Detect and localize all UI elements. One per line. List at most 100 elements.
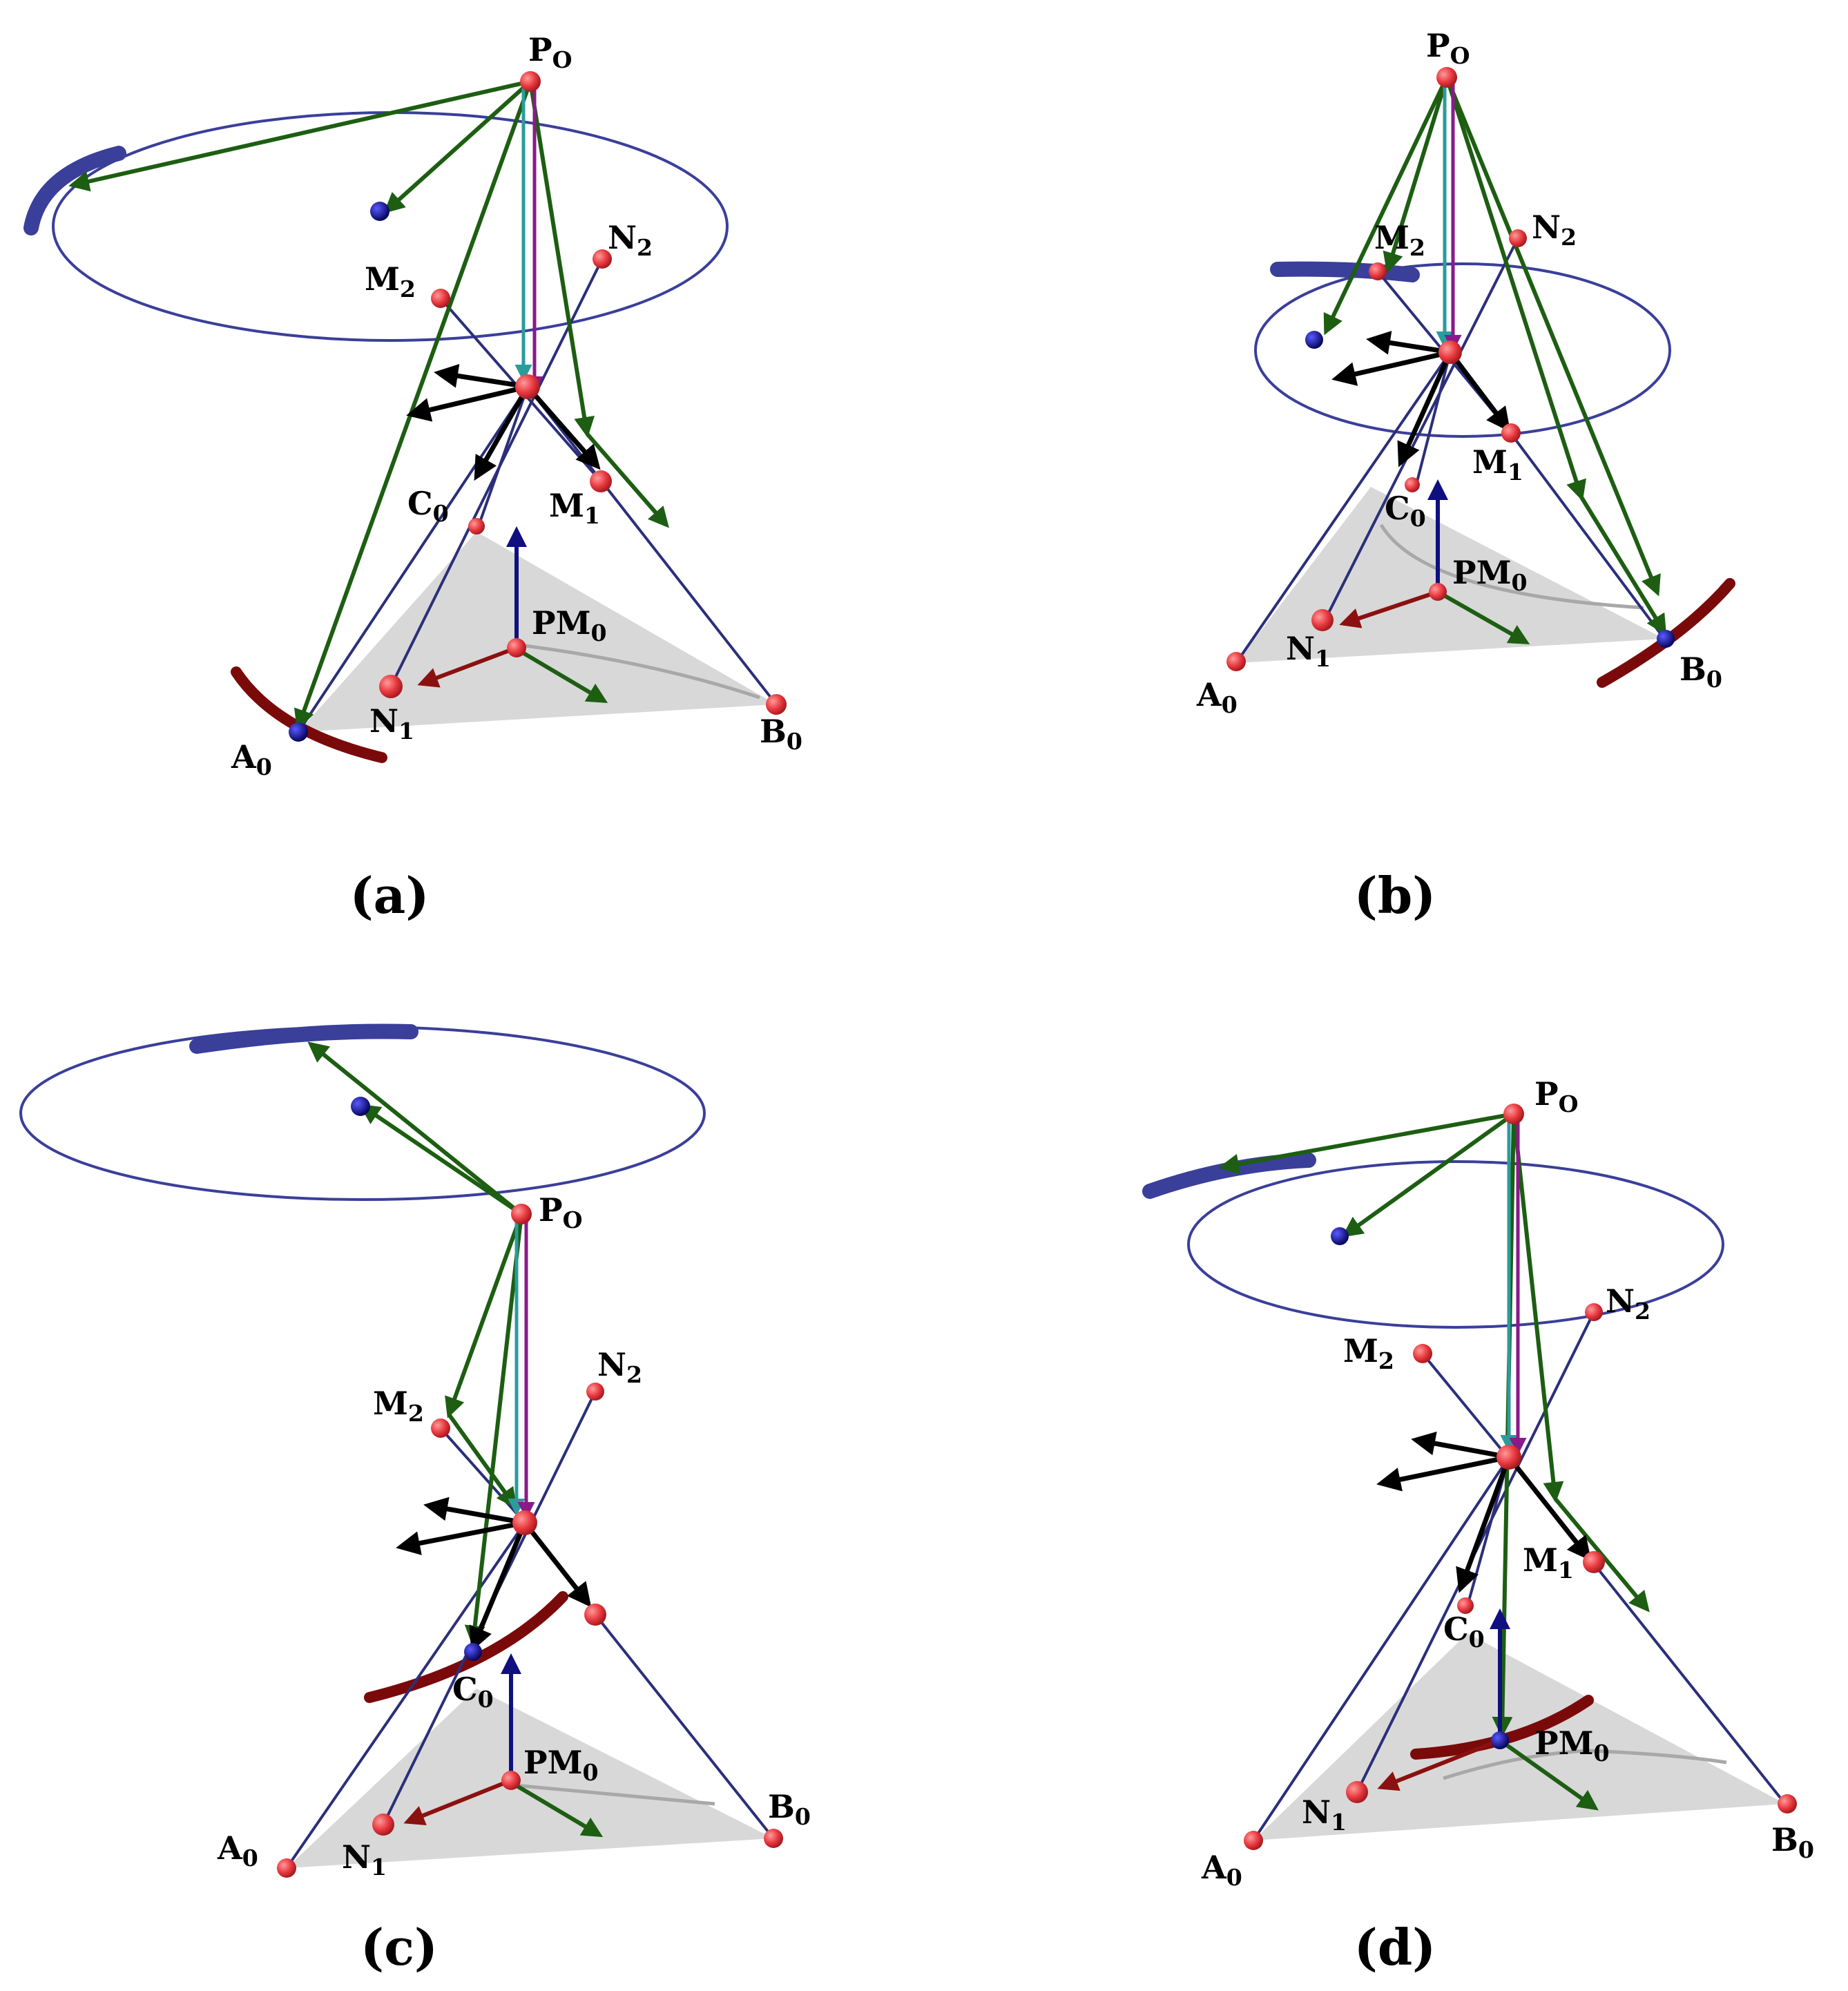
svg-text:N2: N2 bbox=[1532, 209, 1577, 251]
x-arrow bbox=[1339, 590, 1438, 628]
points bbox=[289, 71, 787, 742]
svg-text:M2: M2 bbox=[1343, 1332, 1394, 1374]
point-n1 bbox=[1311, 609, 1334, 631]
svg-text:PO: PO bbox=[528, 31, 572, 73]
circular-guide bbox=[1254, 262, 1671, 438]
svg-text:N1: N1 bbox=[1286, 630, 1331, 672]
svg-text:A0: A0 bbox=[217, 1829, 258, 1872]
point-n1 bbox=[379, 675, 403, 698]
point-circle-center bbox=[1305, 331, 1323, 349]
svg-text:M2: M2 bbox=[365, 260, 416, 302]
points bbox=[1244, 1104, 1797, 1850]
point-n1 bbox=[1346, 1781, 1368, 1803]
x-arrow bbox=[403, 1778, 512, 1826]
svg-text:PM0: PM0 bbox=[523, 1744, 599, 1786]
svg-text:N2: N2 bbox=[608, 219, 653, 261]
point-m1 bbox=[590, 470, 612, 492]
svg-text:B0: B0 bbox=[1771, 1821, 1814, 1863]
point-c0 bbox=[1405, 477, 1420, 492]
point-m2 bbox=[1369, 262, 1387, 280]
svg-text:A0: A0 bbox=[1201, 1849, 1242, 1891]
x-arrow bbox=[1377, 1738, 1501, 1791]
point-b0 bbox=[766, 694, 787, 715]
platform-shadow bbox=[1443, 1749, 1727, 1780]
point-c0 bbox=[1457, 1597, 1474, 1614]
panel-b: PO N2 M2 M1 C0 PM0 N1 A0 B0 (b) bbox=[1196, 27, 1735, 925]
point-n2 bbox=[1585, 1303, 1603, 1321]
point-circle-center bbox=[351, 1097, 370, 1116]
point-m1 bbox=[1583, 1551, 1605, 1573]
platform-shadow bbox=[1379, 523, 1644, 610]
svg-text:PO: PO bbox=[1534, 1075, 1578, 1117]
point-pm0 bbox=[1429, 583, 1447, 601]
svg-text:M1: M1 bbox=[1472, 443, 1523, 485]
green-arrows bbox=[307, 1041, 604, 1838]
caption-b: (b) bbox=[1354, 866, 1436, 925]
points bbox=[1226, 67, 1675, 671]
panel-c: PO N2 M2 C0 PM0 A0 N1 B0 (c) bbox=[19, 1023, 811, 1976]
point-platform bbox=[1496, 1445, 1521, 1470]
svg-text:B0: B0 bbox=[768, 1788, 811, 1830]
svg-text:M2: M2 bbox=[373, 1385, 424, 1427]
svg-text:A0: A0 bbox=[1196, 676, 1238, 718]
point-pm0 bbox=[501, 1771, 521, 1790]
caption-a: (a) bbox=[350, 866, 430, 925]
circle-arc-highlight bbox=[1270, 261, 1420, 282]
point-m1 bbox=[1501, 423, 1521, 443]
point-n2 bbox=[1509, 229, 1527, 247]
point-po bbox=[1503, 1104, 1524, 1124]
svg-text:N1: N1 bbox=[369, 702, 414, 744]
point-pm0 bbox=[507, 638, 526, 657]
point-m2 bbox=[1413, 1344, 1432, 1363]
labels: PO N2 M2 M1 C0 PM0 N1 A0 B0 bbox=[1201, 1075, 1814, 1891]
svg-text:C0: C0 bbox=[407, 485, 449, 527]
svg-text:B0: B0 bbox=[760, 713, 802, 755]
black-arrows bbox=[1376, 1431, 1592, 1593]
point-pm0 bbox=[1491, 1731, 1509, 1749]
platform-shadow bbox=[514, 1783, 715, 1806]
circle-arc-highlight bbox=[23, 146, 126, 235]
panel-d: PO N2 M2 M1 C0 PM0 N1 A0 B0 (d) bbox=[1142, 1075, 1814, 1976]
circular-guide bbox=[1187, 1160, 1724, 1329]
black-arrows bbox=[396, 1497, 592, 1652]
svg-text:M2: M2 bbox=[1374, 219, 1425, 261]
panel-a: PO N2 M2 C0 M1 PM0 N1 A0 B0 (a) bbox=[23, 31, 802, 925]
svg-text:M1: M1 bbox=[549, 487, 600, 529]
svg-text:PM0: PM0 bbox=[532, 604, 607, 646]
caption-c: (c) bbox=[360, 1918, 438, 1976]
point-a0 bbox=[1244, 1831, 1263, 1850]
svg-text:PO: PO bbox=[1426, 27, 1470, 69]
svg-text:PM0: PM0 bbox=[1534, 1724, 1610, 1767]
point-c0 bbox=[464, 1643, 482, 1661]
labels: PO N2 M2 M1 C0 PM0 N1 A0 B0 bbox=[1196, 27, 1722, 718]
svg-text:N2: N2 bbox=[1606, 1282, 1650, 1325]
base-arc bbox=[231, 666, 387, 763]
point-platform bbox=[512, 1510, 537, 1535]
point-b0 bbox=[1778, 1794, 1797, 1814]
svg-text:A0: A0 bbox=[231, 738, 272, 780]
point-c0 bbox=[468, 518, 485, 535]
point-n1 bbox=[372, 1814, 394, 1836]
black-arrows bbox=[406, 363, 601, 481]
svg-text:N1: N1 bbox=[1302, 1793, 1347, 1836]
point-a0 bbox=[1226, 652, 1246, 671]
svg-text:C0: C0 bbox=[452, 1671, 494, 1713]
labels: PO N2 M2 C0 M1 PM0 N1 A0 B0 bbox=[231, 31, 802, 780]
point-platform bbox=[515, 374, 540, 399]
svg-text:N1: N1 bbox=[342, 1838, 387, 1881]
svg-text:M1: M1 bbox=[1523, 1541, 1574, 1584]
point-b0 bbox=[1657, 630, 1675, 648]
base-arc bbox=[1597, 578, 1735, 688]
points bbox=[277, 1097, 783, 1878]
labels: PO N2 M2 C0 PM0 A0 N1 B0 bbox=[217, 1191, 811, 1881]
point-circle-center bbox=[370, 202, 389, 221]
links bbox=[1235, 238, 1666, 664]
circle-arc-highlight bbox=[189, 1023, 418, 1054]
base-arc bbox=[364, 1591, 568, 1703]
svg-text:N2: N2 bbox=[597, 1346, 642, 1388]
point-m1 bbox=[584, 1604, 606, 1626]
point-m2 bbox=[431, 1418, 450, 1438]
caption-d: (d) bbox=[1354, 1918, 1436, 1976]
svg-text:PO: PO bbox=[539, 1191, 582, 1233]
